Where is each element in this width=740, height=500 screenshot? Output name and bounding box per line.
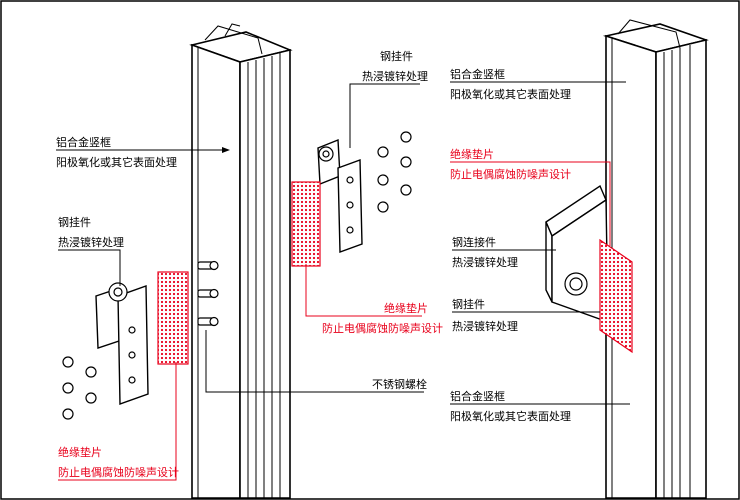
label-right-hanger-hot-dip: 热浸镀锌处理 <box>452 319 518 333</box>
lower-loose-nuts <box>62 356 97 420</box>
label-upper-steel-hanger: 钢挂件 <box>380 49 413 63</box>
label-left-al-frame: 铝合金竖框 <box>56 135 111 149</box>
label-right-anti-corrosion: 防止电偶腐蚀防噪声设计 <box>450 167 571 181</box>
label-right-al-frame-bottom: 铝合金竖框 <box>450 389 505 403</box>
label-right-insulation-pad: 绝缘垫片 <box>450 147 494 161</box>
left-aluminum-mullion <box>189 23 293 499</box>
upper-insulation-pad <box>291 181 321 267</box>
label-right-steel-hanger: 钢挂件 <box>452 297 485 311</box>
label-upper-hot-dip: 热浸镀锌处理 <box>362 69 428 83</box>
upper-steel-hanger <box>317 138 363 253</box>
label-left-hot-dip: 热浸镀锌处理 <box>58 235 124 249</box>
label-right-connector-hot-dip: 热浸镀锌处理 <box>452 255 518 269</box>
lower-left-steel-hanger <box>95 282 149 405</box>
label-stainless-bolt: 不锈钢螺栓 <box>372 377 427 391</box>
label-upper-insulation-pad: 绝缘垫片 <box>384 301 428 315</box>
leader-lines <box>56 81 630 481</box>
label-right-anodize-top: 阳极氧化或其它表面处理 <box>450 87 571 101</box>
label-lower-insulation-pad: 绝缘垫片 <box>58 445 102 459</box>
label-right-steel-connector: 钢连接件 <box>452 236 496 249</box>
label-upper-anti-corrosion: 防止电偶腐蚀防噪声设计 <box>322 321 443 335</box>
label-lower-anti-corrosion: 防止电偶腐蚀防噪声设计 <box>58 465 179 479</box>
label-left-steel-hanger: 钢挂件 <box>58 215 91 229</box>
right-insulation-pad <box>599 238 633 354</box>
left-mullion-bolts <box>197 260 219 327</box>
label-right-anodize-bottom: 阳极氧化或其它表面处理 <box>450 409 571 423</box>
label-right-al-frame-top: 铝合金竖框 <box>450 67 505 81</box>
upper-loose-nuts <box>377 131 412 213</box>
label-left-anodize: 阳极氧化或其它表面处理 <box>56 155 177 169</box>
lower-left-insulation-pad <box>157 271 189 365</box>
